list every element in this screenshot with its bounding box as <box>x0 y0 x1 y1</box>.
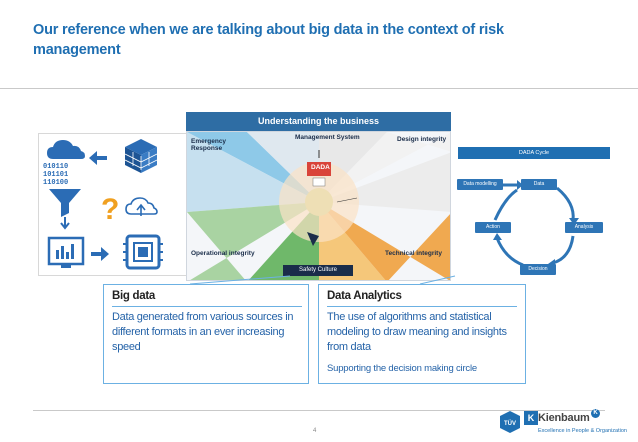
big-data-icons-panel: 010110 101101 110100 ? <box>38 133 188 276</box>
management-system-label: Management System <box>295 134 360 141</box>
dada-node-decision: Decision <box>520 264 556 275</box>
dada-label: DADA <box>311 164 330 171</box>
arrow-right-icon <box>91 247 109 261</box>
monitor-chart-icon <box>47 236 85 268</box>
database-cube-icon <box>124 139 158 173</box>
technical-integrity-label: Technical integrity <box>385 250 442 257</box>
data-analytics-body: The use of algorithms and statistical mo… <box>327 311 507 353</box>
dada-node-analysis: Analysis <box>565 222 603 233</box>
dada-cycle-header: DADA Cycle <box>458 147 610 159</box>
data-analytics-divider <box>327 306 517 307</box>
brand-badge: K <box>591 409 600 418</box>
kienbaum-mark-icon: K <box>524 411 538 425</box>
footer-divider <box>33 410 605 411</box>
page-number: 4 <box>313 428 317 434</box>
data-analytics-callout: Data Analytics The use of algorithms and… <box>318 284 526 384</box>
data-analytics-subtext: Supporting the decision making circle <box>327 363 477 374</box>
processor-icon <box>123 234 163 270</box>
arrow-left-icon <box>89 151 107 165</box>
data-analytics-heading: Data Analytics <box>327 290 402 302</box>
big-data-callout: Big data Data generated from various sou… <box>103 284 309 384</box>
binary-data-icon: 010110 101101 110100 <box>43 163 68 187</box>
dada-node-data: Data <box>521 179 557 190</box>
dada-node-action: Action <box>475 222 511 233</box>
question-mark-icon: ? <box>101 193 119 226</box>
svg-text:TÜV: TÜV <box>504 420 516 427</box>
emergency-response-label: Emergency Response <box>191 138 227 152</box>
cloud-upload-icon <box>125 197 158 216</box>
big-data-heading: Big data <box>112 290 155 302</box>
dada-node-data-modelling: Data modelling <box>457 179 503 190</box>
cloud-icon <box>47 140 85 159</box>
page-title: Our reference when we are talking about … <box>33 22 504 58</box>
understanding-business-header: Understanding the business <box>186 112 451 131</box>
svg-text:110100: 110100 <box>43 179 68 187</box>
brand-name: Kienbaum <box>538 412 590 424</box>
operational-integrity-label: Operational integrity <box>191 250 255 257</box>
business-integrity-diagram: Management System DADA Emergency Respons… <box>186 131 451 281</box>
big-data-body: Data generated from various sources in d… <box>112 311 294 353</box>
funnel-icon <box>49 189 81 230</box>
svg-text:010110: 010110 <box>43 163 68 171</box>
safety-culture-label: Safety Culture <box>283 265 353 276</box>
big-data-divider <box>112 306 302 307</box>
design-integrity-label: Design integrity <box>397 136 447 143</box>
title-divider <box>0 88 638 89</box>
brand-tagline: Excellence in People & Organization <box>538 428 627 434</box>
svg-text:101101: 101101 <box>43 171 68 179</box>
kienbaum-logo: TÜV K Kienbaum K Excellence in People & … <box>500 409 635 442</box>
tuv-certification-icon: TÜV <box>500 411 520 433</box>
